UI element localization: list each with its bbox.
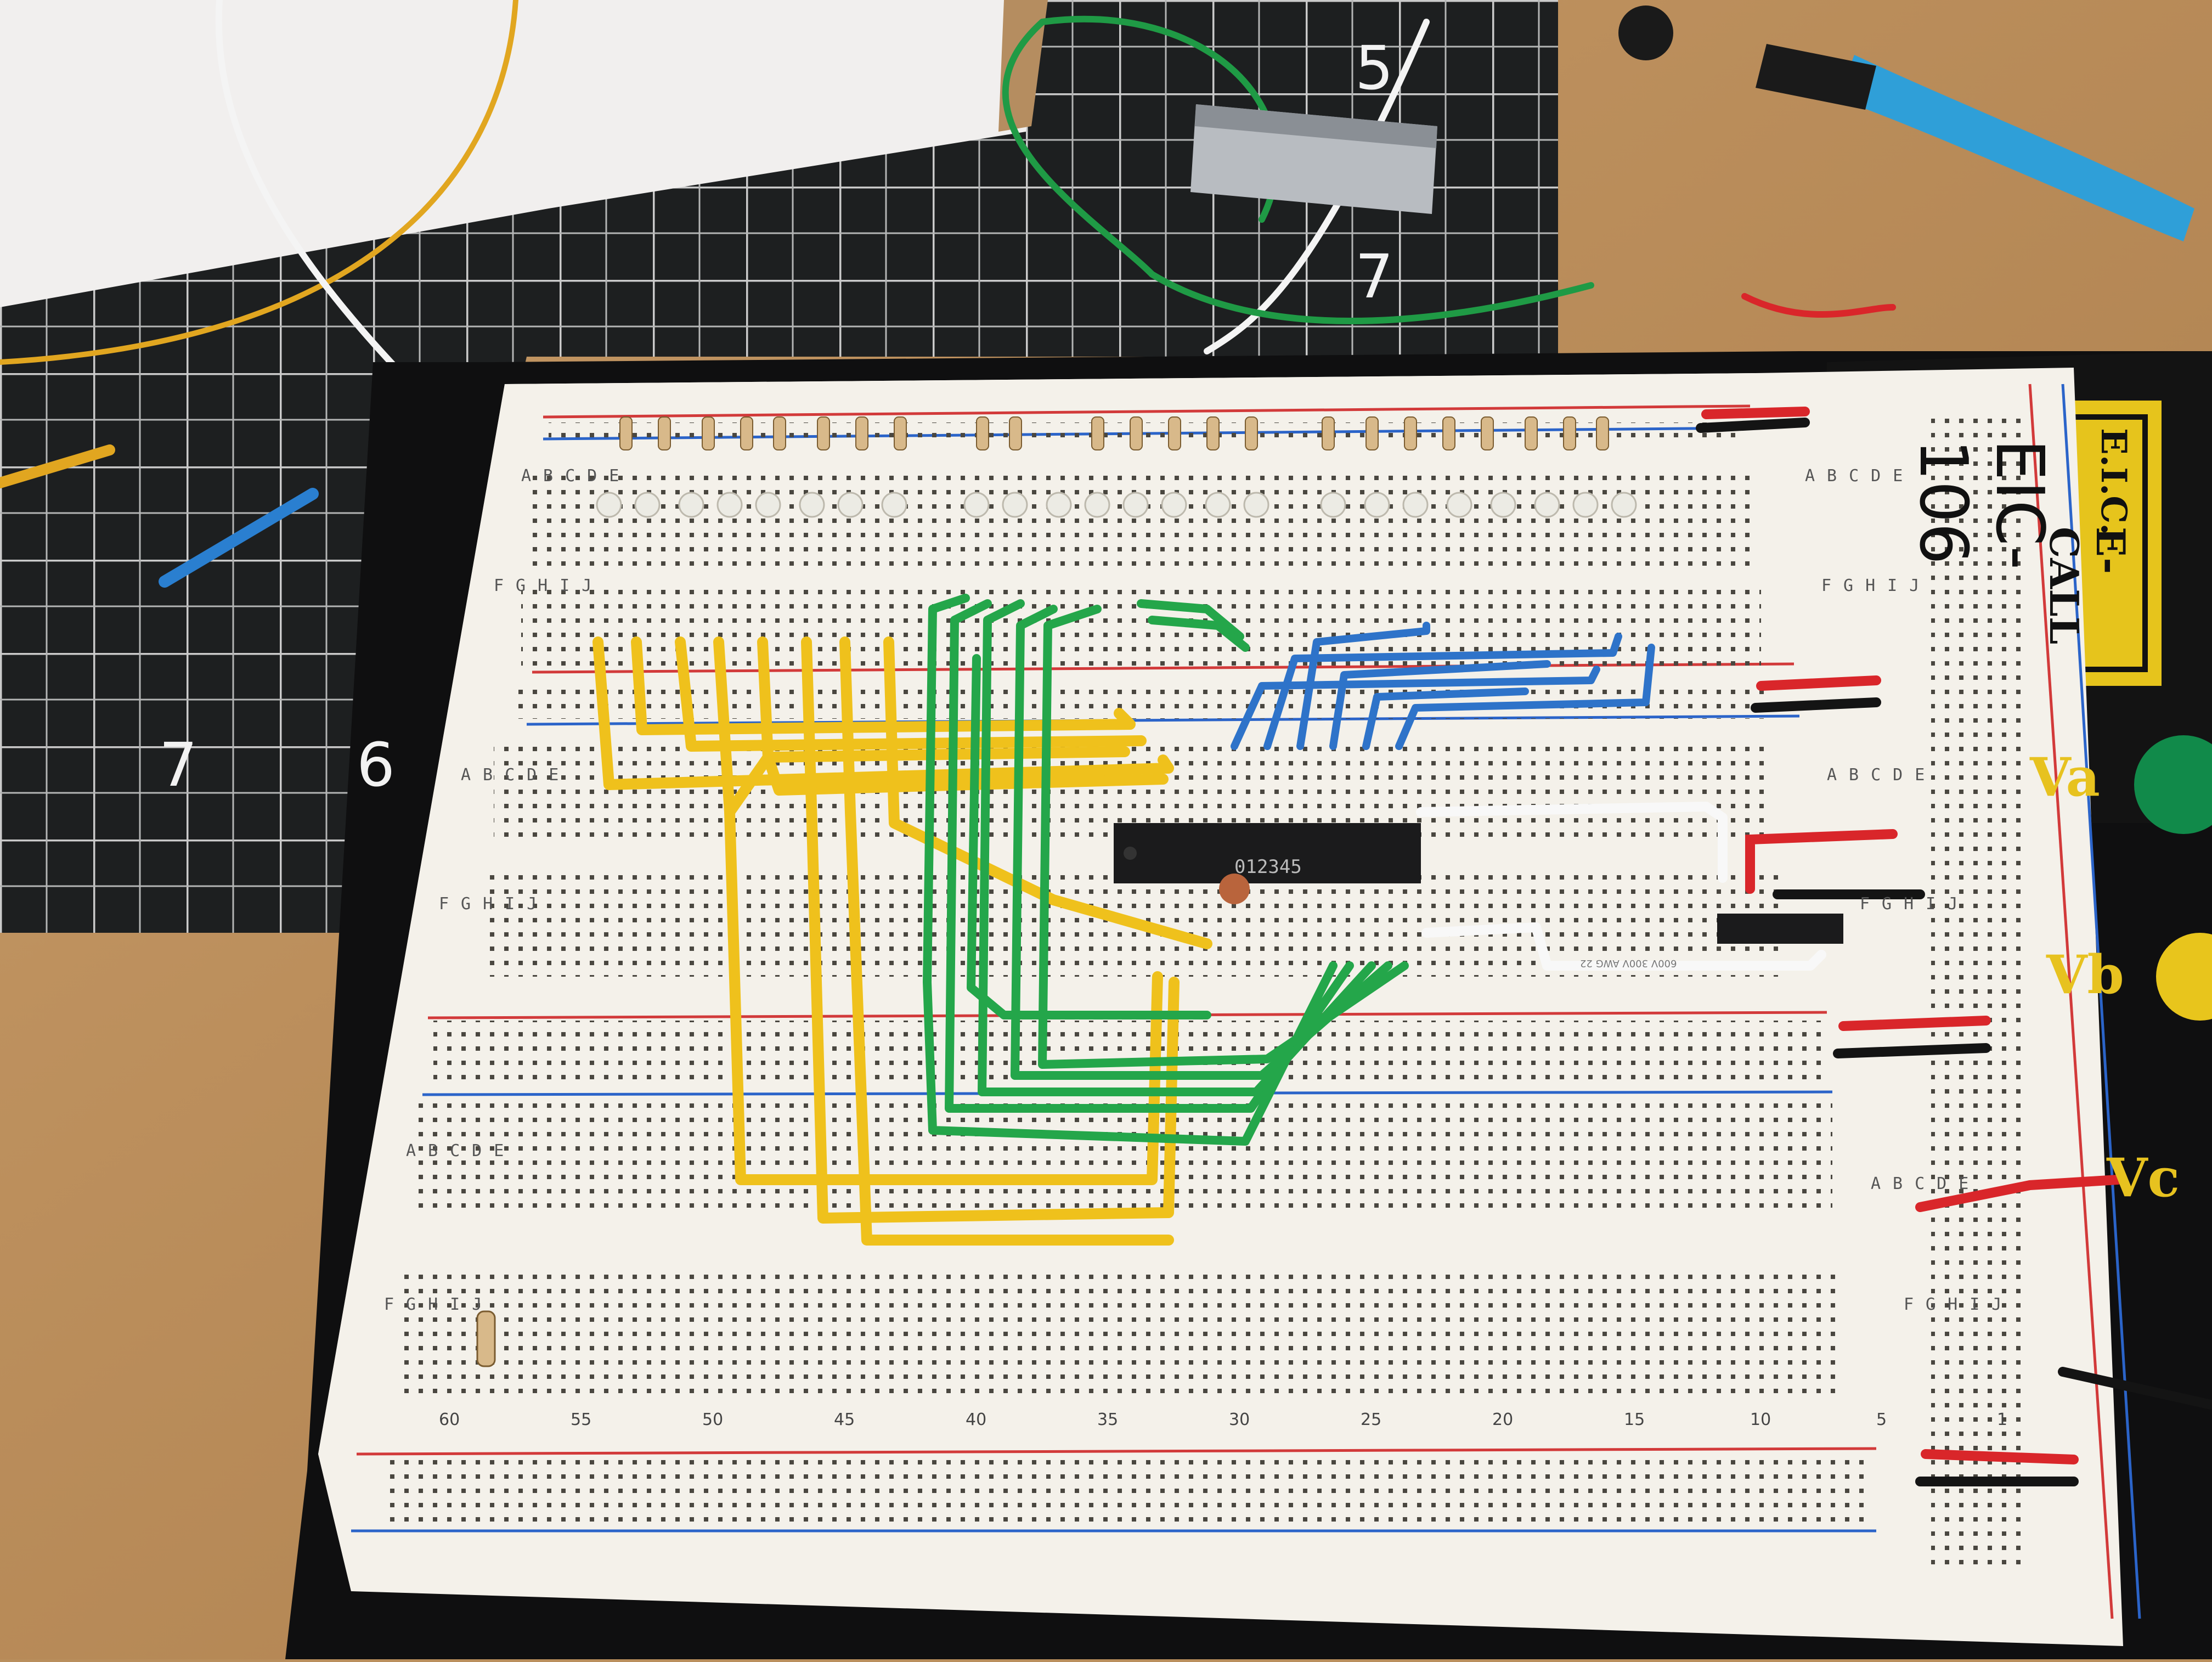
ic-chip <box>1114 823 1421 883</box>
white-wires <box>1416 802 1826 971</box>
mat-number: 6 <box>357 730 395 800</box>
column-number: 15 <box>1624 1410 1645 1429</box>
row-labels: ABCDE <box>1827 765 1937 785</box>
chip-marking: 012345 <box>1234 856 1302 878</box>
row-labels: FGHIJ <box>1821 576 1932 595</box>
row-labels: ABCDE <box>1805 466 1915 486</box>
row-labels: ABCDE <box>406 1141 516 1160</box>
column-number: 10 <box>1750 1410 1771 1429</box>
column-number: 20 <box>1492 1410 1514 1429</box>
terminal-label-vb: Vb <box>2046 944 2124 1006</box>
terminal-label-vc: Vc <box>2107 1147 2180 1209</box>
row-labels: ABCDE <box>1871 1174 1981 1193</box>
lone-resistor <box>476 1310 496 1367</box>
wire-print: 600V 300V AWG 22 <box>1580 957 1677 969</box>
green-binding-post <box>2134 735 2212 834</box>
row-labels: ABCDE <box>521 466 631 486</box>
mat-number: 7 <box>159 730 198 800</box>
logo-initials: E.I.C. <box>2093 428 2134 536</box>
row-labels: FGHIJ <box>494 576 604 595</box>
column-number: 40 <box>966 1410 987 1429</box>
capacitor <box>1219 874 1250 904</box>
column-number: 50 <box>702 1410 724 1429</box>
led-row <box>596 492 1637 518</box>
mat-number: 7 <box>1355 241 1393 312</box>
column-number: 1 <box>1997 1410 2008 1429</box>
mat-number: 5 <box>1355 33 1393 103</box>
logo-text-block: E.I.C. E-CALL EIC-106 <box>1893 406 2145 680</box>
logo-model: EIC-106 <box>1905 439 2057 570</box>
green-wires <box>923 594 1409 1146</box>
row-labels: ABCDE <box>461 765 571 785</box>
column-number: 5 <box>1876 1410 1887 1429</box>
column-number: 25 <box>1361 1410 1382 1429</box>
column-number: 45 <box>834 1410 855 1429</box>
column-number: 60 <box>439 1410 460 1429</box>
terminal-label-va: Va <box>2030 746 2100 808</box>
column-number: 30 <box>1229 1410 1250 1429</box>
resistor-row <box>619 416 1609 450</box>
row-labels: FGHIJ <box>1860 894 1970 914</box>
pliers <box>1618 5 2194 241</box>
row-labels: FGHIJ <box>439 894 549 914</box>
blue-wires <box>1231 622 1655 750</box>
row-labels: FGHIJ <box>1904 1295 2014 1314</box>
power-jumpers <box>1696 407 2212 1486</box>
row-labels: FGHIJ <box>384 1295 494 1314</box>
pin-header <box>1717 914 1843 944</box>
column-number: 35 <box>1097 1410 1119 1429</box>
column-number: 55 <box>571 1410 592 1429</box>
yellow-binding-post <box>2156 933 2212 1021</box>
